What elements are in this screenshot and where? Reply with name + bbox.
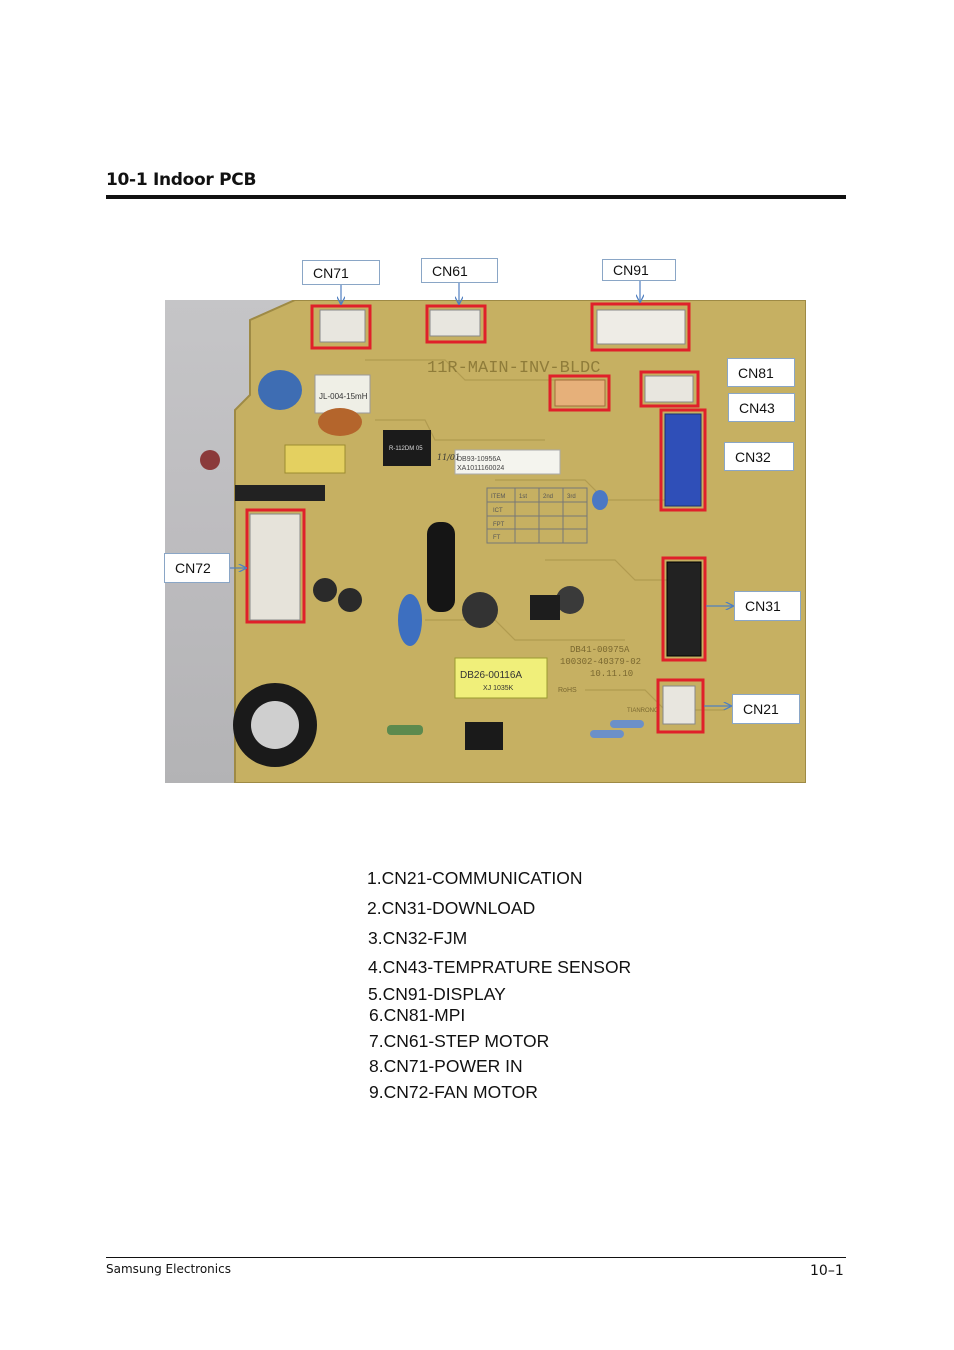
highlight-cn43: [548, 374, 611, 412]
table-row-ict: ICT: [493, 508, 503, 514]
pcb-date: 10.11.10: [590, 669, 633, 679]
relay: [383, 430, 431, 466]
electrolytic-capacitor-b: [556, 586, 584, 614]
highlight-cn32: [659, 408, 707, 512]
legend-item: 4.CN43-TEMPRATURE SENSOR: [368, 957, 632, 977]
highlight-cn91: [590, 302, 691, 352]
highlight-cn21: [656, 678, 705, 734]
callout-cn81: CN81: [727, 358, 795, 387]
highlight-cn72: [245, 508, 306, 624]
toroid-inductor: [427, 522, 455, 612]
table-row-ft: FT: [493, 535, 501, 541]
page-number: 10–1: [810, 1263, 844, 1279]
legend-item: 8.CN71-POWER IN: [369, 1056, 523, 1076]
transformer: [454, 657, 548, 699]
heatsink-bar: [235, 485, 325, 501]
callout-label: CN61: [432, 262, 468, 279]
table-header-item: ITEM: [491, 494, 505, 500]
footer-rule: [106, 1257, 846, 1258]
title-rule: [106, 195, 846, 199]
sticker-serial: XA1011160024: [457, 465, 504, 472]
table-row-fpt: FPT: [493, 522, 505, 528]
callout-cn61: CN61: [421, 258, 498, 283]
connector-cn72-body: [249, 513, 301, 621]
board-body: [235, 300, 806, 783]
sticker-code: DB93-10956A: [457, 456, 501, 463]
id-sticker: [454, 449, 561, 475]
connector-cn21-body: [662, 685, 696, 725]
electrolytic-capacitor-a: [462, 592, 498, 628]
callout-label: CN32: [735, 448, 771, 465]
film-capacitor: [284, 444, 346, 474]
legend-item: 3.CN32-FJM: [368, 928, 468, 948]
highlight-cn81: [639, 370, 700, 408]
maker-mark: TIANRONG: [627, 708, 659, 714]
table-header-2nd: 2nd: [543, 494, 553, 500]
connector-cn81-body: [644, 375, 694, 403]
connector-cn43-body: [554, 379, 606, 407]
pcb-photo: 11R-MAIN-INV-BLDC JL-004-15mH R-112DM 05…: [165, 300, 806, 783]
pcb-date-code: 100302-40379-02: [560, 657, 641, 667]
legend-item: 6.CN81-MPI: [369, 1005, 466, 1025]
choke-coil: [314, 374, 371, 414]
highlight-cn71: [310, 304, 372, 350]
callout-label: CN72: [175, 560, 211, 576]
highlight-cn61: [425, 304, 487, 344]
footer-publisher: Samsung Electronics: [106, 1262, 231, 1276]
callout-label: CN21: [743, 701, 779, 717]
connector-cn71-body: [319, 309, 366, 343]
callout-cn43: CN43: [728, 393, 795, 422]
legend-item: 1.CN21-COMMUNICATION: [367, 868, 583, 888]
connector-cn91-body: [596, 309, 686, 345]
connector-cn61-body: [429, 309, 481, 337]
callout-cn32: CN32: [724, 442, 794, 471]
highlight-boxes: [245, 302, 707, 734]
x-capacitor: [258, 370, 302, 410]
legend-item: 9.CN72-FAN MOTOR: [369, 1082, 538, 1102]
connector-cn31-body: [666, 561, 702, 657]
copper-inductor: [318, 408, 362, 436]
callout-label: CN81: [738, 364, 774, 381]
callout-cn72: CN72: [164, 553, 230, 583]
table-header-3rd: 3rd: [567, 494, 576, 500]
callout-label: CN31: [745, 598, 781, 614]
highlight-cn31: [661, 556, 707, 662]
transformer-label: DB26-00116A: [460, 670, 522, 681]
varistor: [200, 450, 220, 470]
section-title: 10-1 Indoor PCB: [106, 170, 257, 190]
legend-item: 2.CN31-DOWNLOAD: [367, 898, 536, 918]
table-header-1st: 1st: [519, 494, 527, 500]
transformer-sub: XJ 1035K: [483, 685, 514, 692]
callout-cn91: CN91: [602, 259, 676, 281]
callout-label: CN91: [613, 262, 649, 278]
pcb-board-illustration: 11R-MAIN-INV-BLDC JL-004-15mH R-112DM 05…: [200, 300, 806, 783]
callout-cn31: CN31: [734, 591, 801, 621]
callout-label: CN43: [739, 399, 775, 416]
callout-cn21: CN21: [732, 694, 800, 724]
silkscreen-main: 11R-MAIN-INV-BLDC: [427, 359, 600, 378]
legend-item: 7.CN61-STEP MOTOR: [369, 1031, 550, 1051]
relay-label: R-112DM 05: [389, 446, 423, 452]
rohs-mark: RoHS: [558, 687, 577, 694]
connector-cn32-body: [664, 413, 702, 507]
callout-label: CN71: [313, 264, 349, 281]
callout-cn71: CN71: [302, 260, 380, 285]
pcb-code: DB41-00975A: [570, 645, 630, 655]
legend-item: 5.CN91-DISPLAY: [368, 984, 506, 1004]
sticker-mark: 11/01: [437, 453, 460, 462]
choke-label: JL-004-15mH: [319, 392, 368, 401]
